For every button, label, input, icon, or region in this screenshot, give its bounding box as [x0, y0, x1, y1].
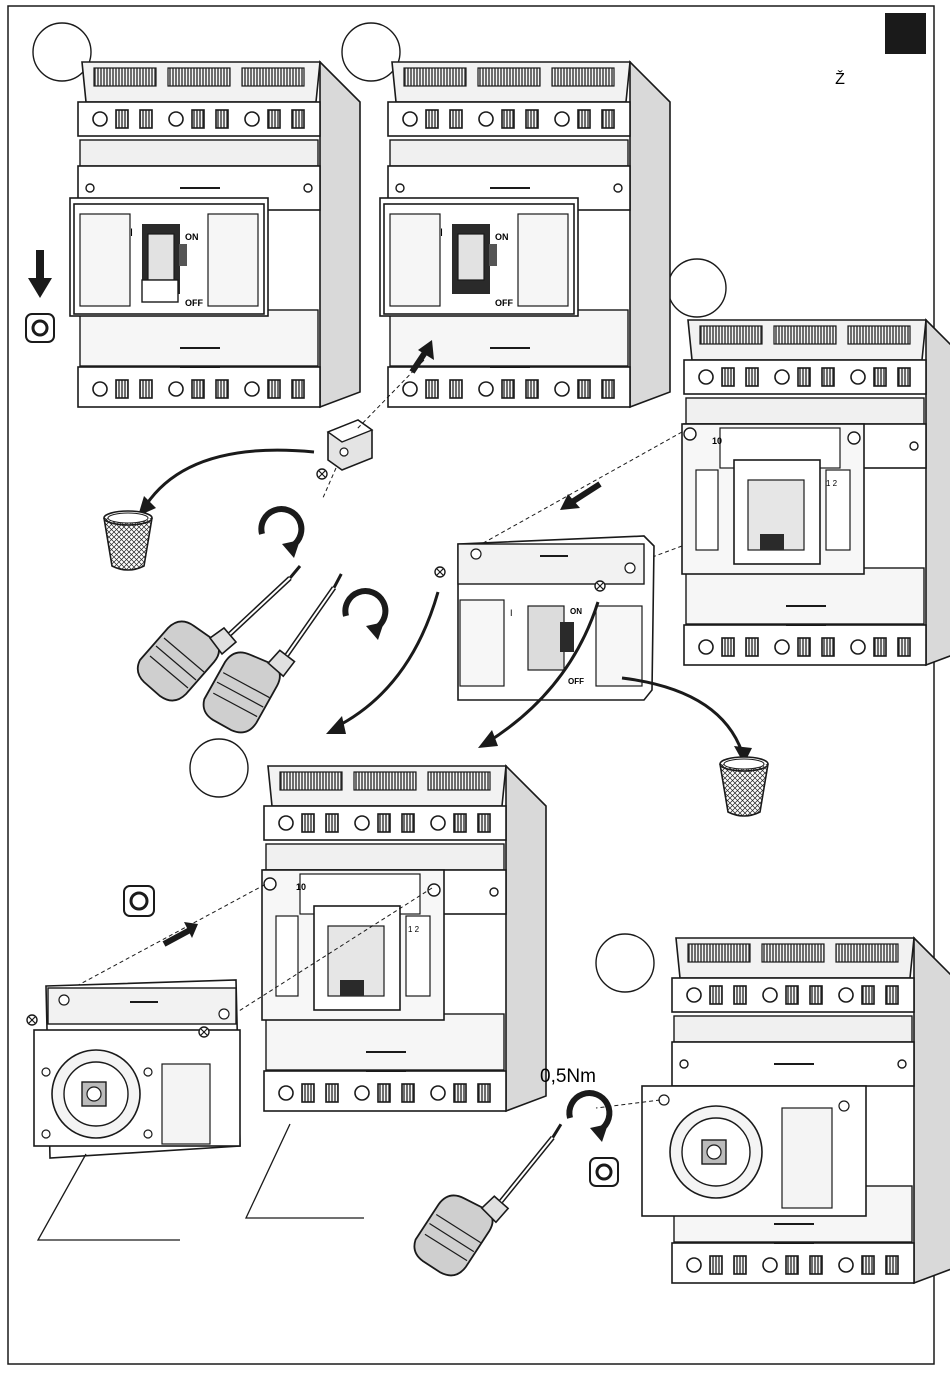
ring-icon: [124, 886, 154, 916]
down-arrow-icon: [28, 250, 52, 298]
ring-icon: [26, 314, 54, 342]
torque-label: 0,5Nm: [540, 1066, 596, 1087]
breaker-step-4: 10 1 2: [262, 766, 546, 1111]
step-2-circle: [342, 23, 400, 81]
breaker-step-1: I ON OFF: [70, 62, 360, 407]
waste-bin-icon: [720, 757, 768, 816]
on-symbol: I: [130, 227, 133, 239]
rotary-handle-module: [34, 980, 240, 1158]
removed-cap: [328, 420, 372, 470]
page-marker-square: [885, 13, 926, 54]
on-symbol: I: [440, 227, 443, 239]
page-marker-letter: Ž: [835, 69, 845, 88]
step-5-circle: [596, 934, 654, 992]
waste-bin-icon: [104, 511, 152, 570]
terminal-label: 1 2: [826, 479, 838, 488]
off-label: OFF: [185, 298, 203, 308]
insert-arrow-icon: [164, 922, 198, 944]
off-label: OFF: [495, 298, 513, 308]
breaker-step-3: 10 1 2: [682, 320, 950, 665]
on-label: ON: [185, 232, 199, 242]
screwdriver-icon: [400, 1124, 579, 1280]
number-label: 10: [296, 882, 306, 892]
insert-arrow-icon: [560, 484, 600, 510]
step-3-circle: [668, 259, 726, 317]
rotation-arrow-icon: [345, 591, 385, 640]
on-label: ON: [570, 607, 582, 616]
on-label: ON: [495, 232, 509, 242]
on-symbol: I: [510, 608, 513, 618]
leader-line: [246, 1124, 364, 1218]
breaker-step-5: [642, 938, 950, 1283]
leader-line: [38, 1154, 180, 1240]
number-label: 10: [712, 436, 722, 446]
ring-icon: [590, 1158, 618, 1186]
rotation-arrow-icon: [569, 1093, 609, 1142]
step-4-circle: [190, 739, 248, 797]
removed-toggle-cover: ON OFF I: [458, 536, 654, 700]
off-label: OFF: [568, 677, 584, 686]
terminal-label: 1 2: [408, 925, 420, 934]
rotation-arrow-icon: [261, 509, 301, 558]
